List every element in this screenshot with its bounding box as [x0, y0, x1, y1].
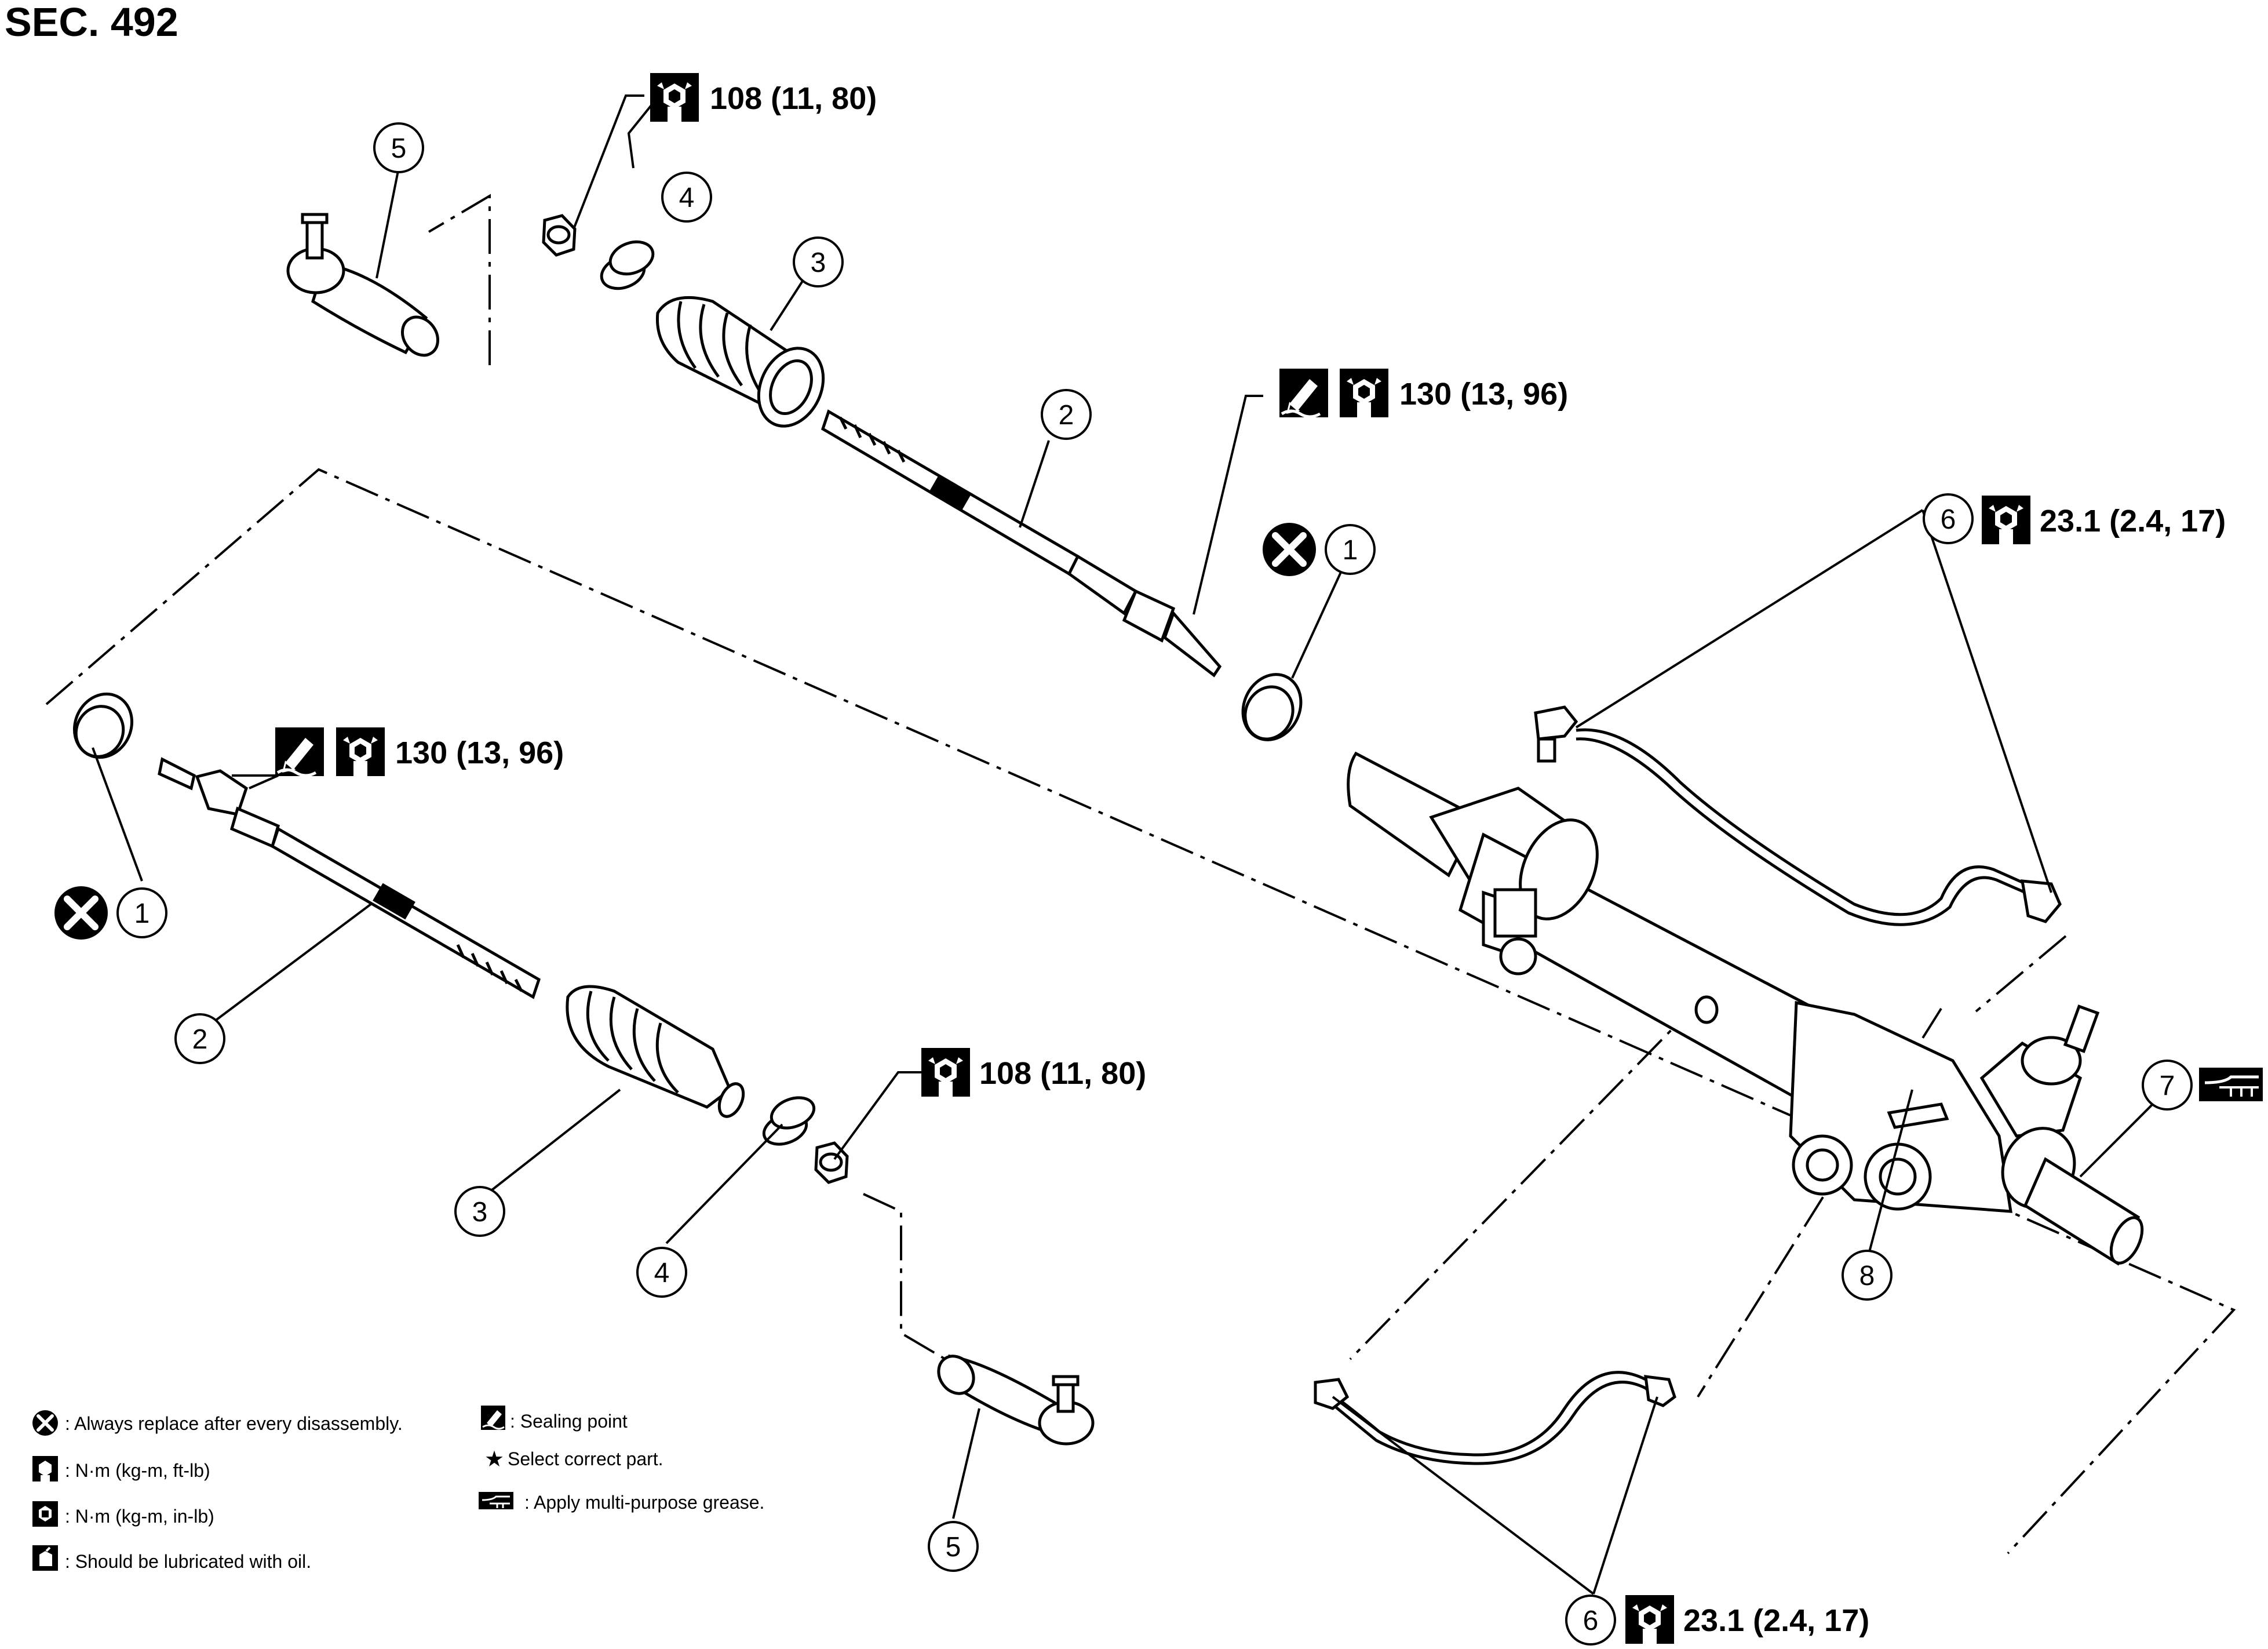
inner-tie-rod-lower	[158, 757, 541, 999]
torque-wrench-icon	[336, 727, 385, 776]
callout-7: 7	[2142, 1060, 2193, 1111]
torque-wrench-icon	[921, 1048, 970, 1097]
legend-grease: : Apply multi-purpose grease.	[479, 1492, 764, 1513]
torque-value: 130 (13, 96)	[1399, 377, 1568, 412]
callout-2-lower: 2	[174, 1013, 225, 1064]
callout-3-upper: 3	[793, 236, 844, 287]
callout-number: 2	[192, 1024, 208, 1055]
callout-8: 8	[1842, 1250, 1893, 1301]
callout-2-upper: 2	[1041, 389, 1092, 440]
torque-value: 130 (13, 96)	[395, 736, 564, 770]
torque-value: 23.1 (2.4, 17)	[2040, 504, 2226, 538]
callout-number: 7	[2160, 1071, 2175, 1101]
feed-tube-upper	[1534, 705, 2062, 926]
torque-label-nut-lower: 108 (11, 80)	[921, 1048, 1146, 1097]
torque-label-nut-upper: 108 (11, 80)	[650, 73, 877, 122]
callout-4-upper: 4	[661, 172, 712, 223]
callout-number: 3	[472, 1197, 488, 1228]
legend-nm-in: : N·m (kg-m, in-lb)	[32, 1501, 214, 1527]
sealing-point-icon	[1279, 369, 1328, 417]
grease-icon	[2199, 1068, 2263, 1101]
callout-5-lower: 5	[928, 1521, 979, 1572]
callout-1-upper: 1	[1325, 524, 1376, 575]
legend-select: ★ Select correct part.	[484, 1447, 663, 1472]
nut-upper	[542, 214, 577, 257]
torque-wrench-icon	[1340, 369, 1388, 417]
torque-label-tube-lower: 23.1 (2.4, 17)	[1625, 1595, 1869, 1644]
clip-upper	[600, 240, 655, 290]
legend-sealing: : Sealing point	[481, 1406, 628, 1432]
grease-icon	[479, 1492, 513, 1509]
torque-label-tube-upper: 23.1 (2.4, 17)	[1982, 496, 2226, 544]
legend-text: : Apply multi-purpose grease.	[524, 1492, 764, 1513]
boot-upper	[655, 296, 825, 428]
gear-housing	[1347, 751, 2144, 1266]
callout-3-lower: 3	[454, 1186, 505, 1237]
boot-lower	[566, 985, 745, 1118]
callouts: 5 4 3 2 1 6 7 8	[116, 122, 2193, 1646]
leader-lines	[92, 94, 2156, 1595]
callout-number: 4	[654, 1258, 670, 1288]
legend-nm-ft: : N·m (kg-m, ft-lb)	[32, 1456, 210, 1481]
torque-value: 108 (11, 80)	[979, 1056, 1146, 1091]
feed-tube-lower	[1314, 1371, 1676, 1465]
section-label: SEC. 492	[5, 0, 178, 45]
callout-4-lower: 4	[636, 1247, 687, 1298]
retainer-ring-upper	[1241, 673, 1303, 741]
callout-number: 5	[946, 1532, 961, 1563]
legend-text: Select correct part.	[508, 1448, 663, 1469]
callout-number: 8	[1859, 1261, 1875, 1291]
callout-number: 6	[1941, 504, 1956, 535]
replace-x-icon	[1263, 523, 1316, 576]
torque-wrench-icon	[650, 73, 699, 122]
sealing-point-icon	[481, 1406, 505, 1430]
torque-label-inner-upper: 130 (13, 96)	[1279, 369, 1568, 417]
star-icon: ★	[484, 1447, 504, 1472]
tie-rod-end-upper	[286, 213, 439, 357]
torque-label-inner-lower: 130 (13, 96)	[275, 727, 564, 776]
legend-oil: : Should be lubricated with oil.	[32, 1545, 311, 1572]
callout-number: 6	[1583, 1606, 1599, 1636]
inner-tie-rod-upper	[821, 409, 1222, 678]
legend-replace: : Always replace after every disassembly…	[32, 1410, 403, 1436]
torque-wrench-icon	[32, 1456, 58, 1481]
callout-number: 1	[1343, 535, 1358, 566]
torque-wrench-inlb-icon	[32, 1501, 58, 1527]
legend: : Always replace after every disassembly…	[32, 1406, 764, 1572]
legend-text: : Should be lubricated with oil.	[65, 1551, 311, 1572]
callout-number: 4	[679, 183, 695, 213]
clip-lower	[762, 1096, 816, 1146]
retainer-ring-lower	[72, 692, 134, 759]
callout-1-lower: 1	[116, 887, 167, 938]
replace-x-icon	[54, 886, 108, 940]
callout-number: 1	[134, 898, 150, 929]
sealing-point-icon	[275, 727, 324, 776]
legend-text: : N·m (kg-m, ft-lb)	[65, 1460, 210, 1481]
tie-rod-end-lower	[937, 1354, 1095, 1446]
alignment-lines	[45, 194, 2236, 1555]
torque-value: 23.1 (2.4, 17)	[1683, 1603, 1869, 1638]
legend-text: : Sealing point	[510, 1411, 628, 1432]
replace-x-icon	[37, 1414, 54, 1432]
torque-wrench-icon	[1982, 496, 2030, 544]
callout-5-upper: 5	[373, 122, 424, 173]
oil-can-icon	[32, 1545, 58, 1571]
legend-text: : N·m (kg-m, in-lb)	[65, 1506, 214, 1527]
torque-value: 108 (11, 80)	[710, 81, 877, 116]
torque-wrench-icon	[1625, 1595, 1674, 1644]
callout-number: 2	[1059, 400, 1074, 431]
legend-text: : Always replace after every disassembly…	[65, 1413, 403, 1434]
callout-6-upper: 6	[1923, 493, 1974, 544]
callout-number: 5	[391, 133, 407, 164]
callout-number: 3	[811, 247, 826, 278]
callout-6-lower: 6	[1565, 1595, 1616, 1646]
